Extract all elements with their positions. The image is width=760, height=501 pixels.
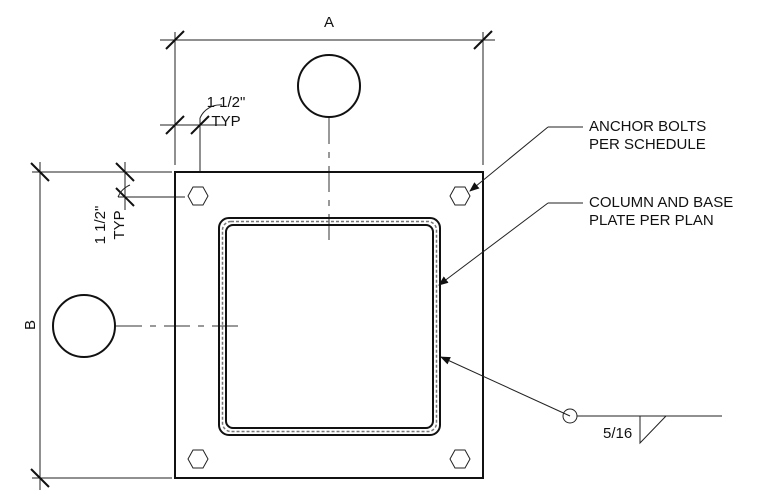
column-outer-wall: [218, 217, 441, 436]
column-inner-wall: [225, 224, 434, 429]
callout-column-plate-line1: COLUMN AND BASE: [589, 194, 733, 211]
callout-anchor-bolts: ANCHOR BOLTS PER SCHEDULE: [469, 118, 706, 192]
anchor-bolt-bottom-right: [449, 449, 471, 469]
weld-size: 5/16: [603, 425, 632, 442]
section-bubble-top: [297, 54, 361, 118]
anchor-bolt-top-right: [449, 186, 471, 206]
edge-distance-top-suffix: TYP: [211, 113, 240, 130]
dimension-a-label: A: [324, 14, 334, 31]
weld-symbol: 5/16: [440, 356, 722, 445]
section-bubble-left: [52, 294, 116, 358]
column-weld-line: [221, 220, 438, 433]
callout-column-plate-line2: PLATE PER PLAN: [589, 212, 714, 229]
dimension-b-label: B: [22, 320, 39, 330]
base-plate: [174, 171, 484, 479]
dimension-b: B: [22, 162, 172, 490]
weld-fillet-triangle: [639, 415, 667, 445]
edge-distance-top: 1 1/2" TYP: [160, 94, 245, 172]
edge-distance-side-suffix: TYP: [111, 210, 128, 239]
edge-distance-side: 1 1/2" TYP: [92, 162, 185, 244]
anchor-bolt-top-left: [187, 186, 209, 206]
edge-distance-top-value: 1 1/2": [207, 94, 246, 111]
dimension-a: A: [160, 14, 495, 165]
edge-distance-side-value: 1 1/2": [92, 206, 109, 245]
anchor-bolt-bottom-left: [187, 449, 209, 469]
callout-column-plate: COLUMN AND BASE PLATE PER PLAN: [438, 194, 733, 286]
callout-anchor-bolts-line1: ANCHOR BOLTS: [589, 118, 706, 135]
callout-anchor-bolts-line2: PER SCHEDULE: [589, 136, 706, 153]
